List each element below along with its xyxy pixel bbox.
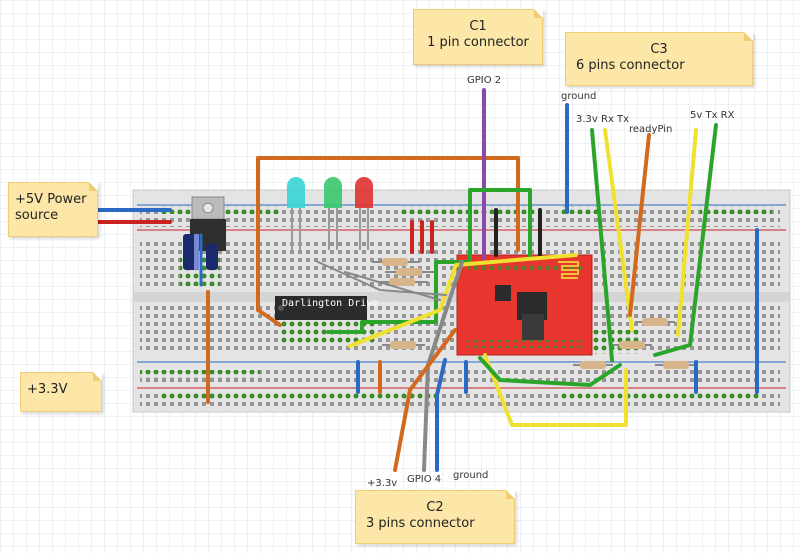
label-gpio2: GPIO 2 (467, 75, 502, 86)
darlington-chip-label: Darlington Drive (282, 298, 379, 309)
note-c1-subtitle: 1 pin connector (427, 35, 529, 50)
led-green (324, 177, 342, 208)
resistor-7 (612, 341, 652, 349)
note-c3: C3 6 pins connector (565, 32, 753, 86)
wire-orange-loop (256, 156, 520, 312)
resistor-1 (372, 258, 420, 266)
note-power-33v: +3.3V (20, 372, 102, 412)
esp-board (456, 254, 593, 356)
wire-c3-yellow-tx (603, 128, 634, 332)
label-rx-tx-33: 3.3v Rx Tx (576, 114, 630, 125)
led-legs (291, 208, 369, 250)
label-5v-tx-rx: 5v Tx RX (690, 110, 735, 121)
label-ground-c3: ground (561, 91, 597, 102)
note-c3-subtitle: 6 pins connector (576, 58, 685, 73)
note-c2-subtitle: 3 pins connector (366, 516, 475, 531)
note-c1-title: C1 (469, 19, 487, 34)
led-teal (287, 177, 305, 208)
wire-green-main (326, 188, 532, 334)
resistor-5 (573, 361, 613, 369)
wire-yellow-main (348, 253, 578, 348)
label-ground-c2: ground (453, 470, 489, 481)
wires (96, 88, 759, 472)
led-red (355, 177, 373, 208)
note-power-5v-line1: +5V Power (15, 192, 87, 207)
label-ready-pin: readyPin (629, 124, 673, 135)
note-c2: C2 3 pins connector (355, 490, 515, 544)
resistor-2 (385, 268, 435, 276)
note-power-5v-line2: source (15, 208, 59, 223)
wire-c3-green-rx (590, 128, 614, 362)
note-c3-title: C3 (650, 42, 668, 57)
capacitor-large (183, 234, 199, 270)
wire-green-bottom (478, 356, 622, 387)
note-power-33v-line1: +3.3V (27, 382, 68, 397)
wire-gray-1 (317, 261, 447, 296)
resistor-6 (635, 318, 675, 326)
wire-plus33-orange (393, 328, 457, 472)
wire-orange-stub (256, 308, 282, 327)
darlington-chip (275, 296, 367, 320)
wire-c3-yellow-5v (676, 128, 698, 337)
resistor-4 (382, 341, 425, 349)
resistor-8 (655, 361, 698, 369)
label-gpio4: GPIO 4 (407, 474, 442, 485)
wire-c3-orange-ready (628, 133, 651, 317)
wire-yellow-bottom (483, 353, 628, 427)
resistor-3 (378, 278, 428, 286)
note-c2-title: C2 (426, 500, 444, 515)
label-plus-33v: +3.3v (367, 478, 398, 489)
note-power-5v: +5V Power source (8, 182, 98, 237)
capacitor-small (206, 244, 218, 270)
wire-c3-green-5v (653, 123, 718, 357)
wire-ground-blue-c2 (435, 358, 447, 472)
note-c1: C1 1 pin connector (413, 9, 543, 65)
wire-gray-2 (344, 271, 441, 301)
